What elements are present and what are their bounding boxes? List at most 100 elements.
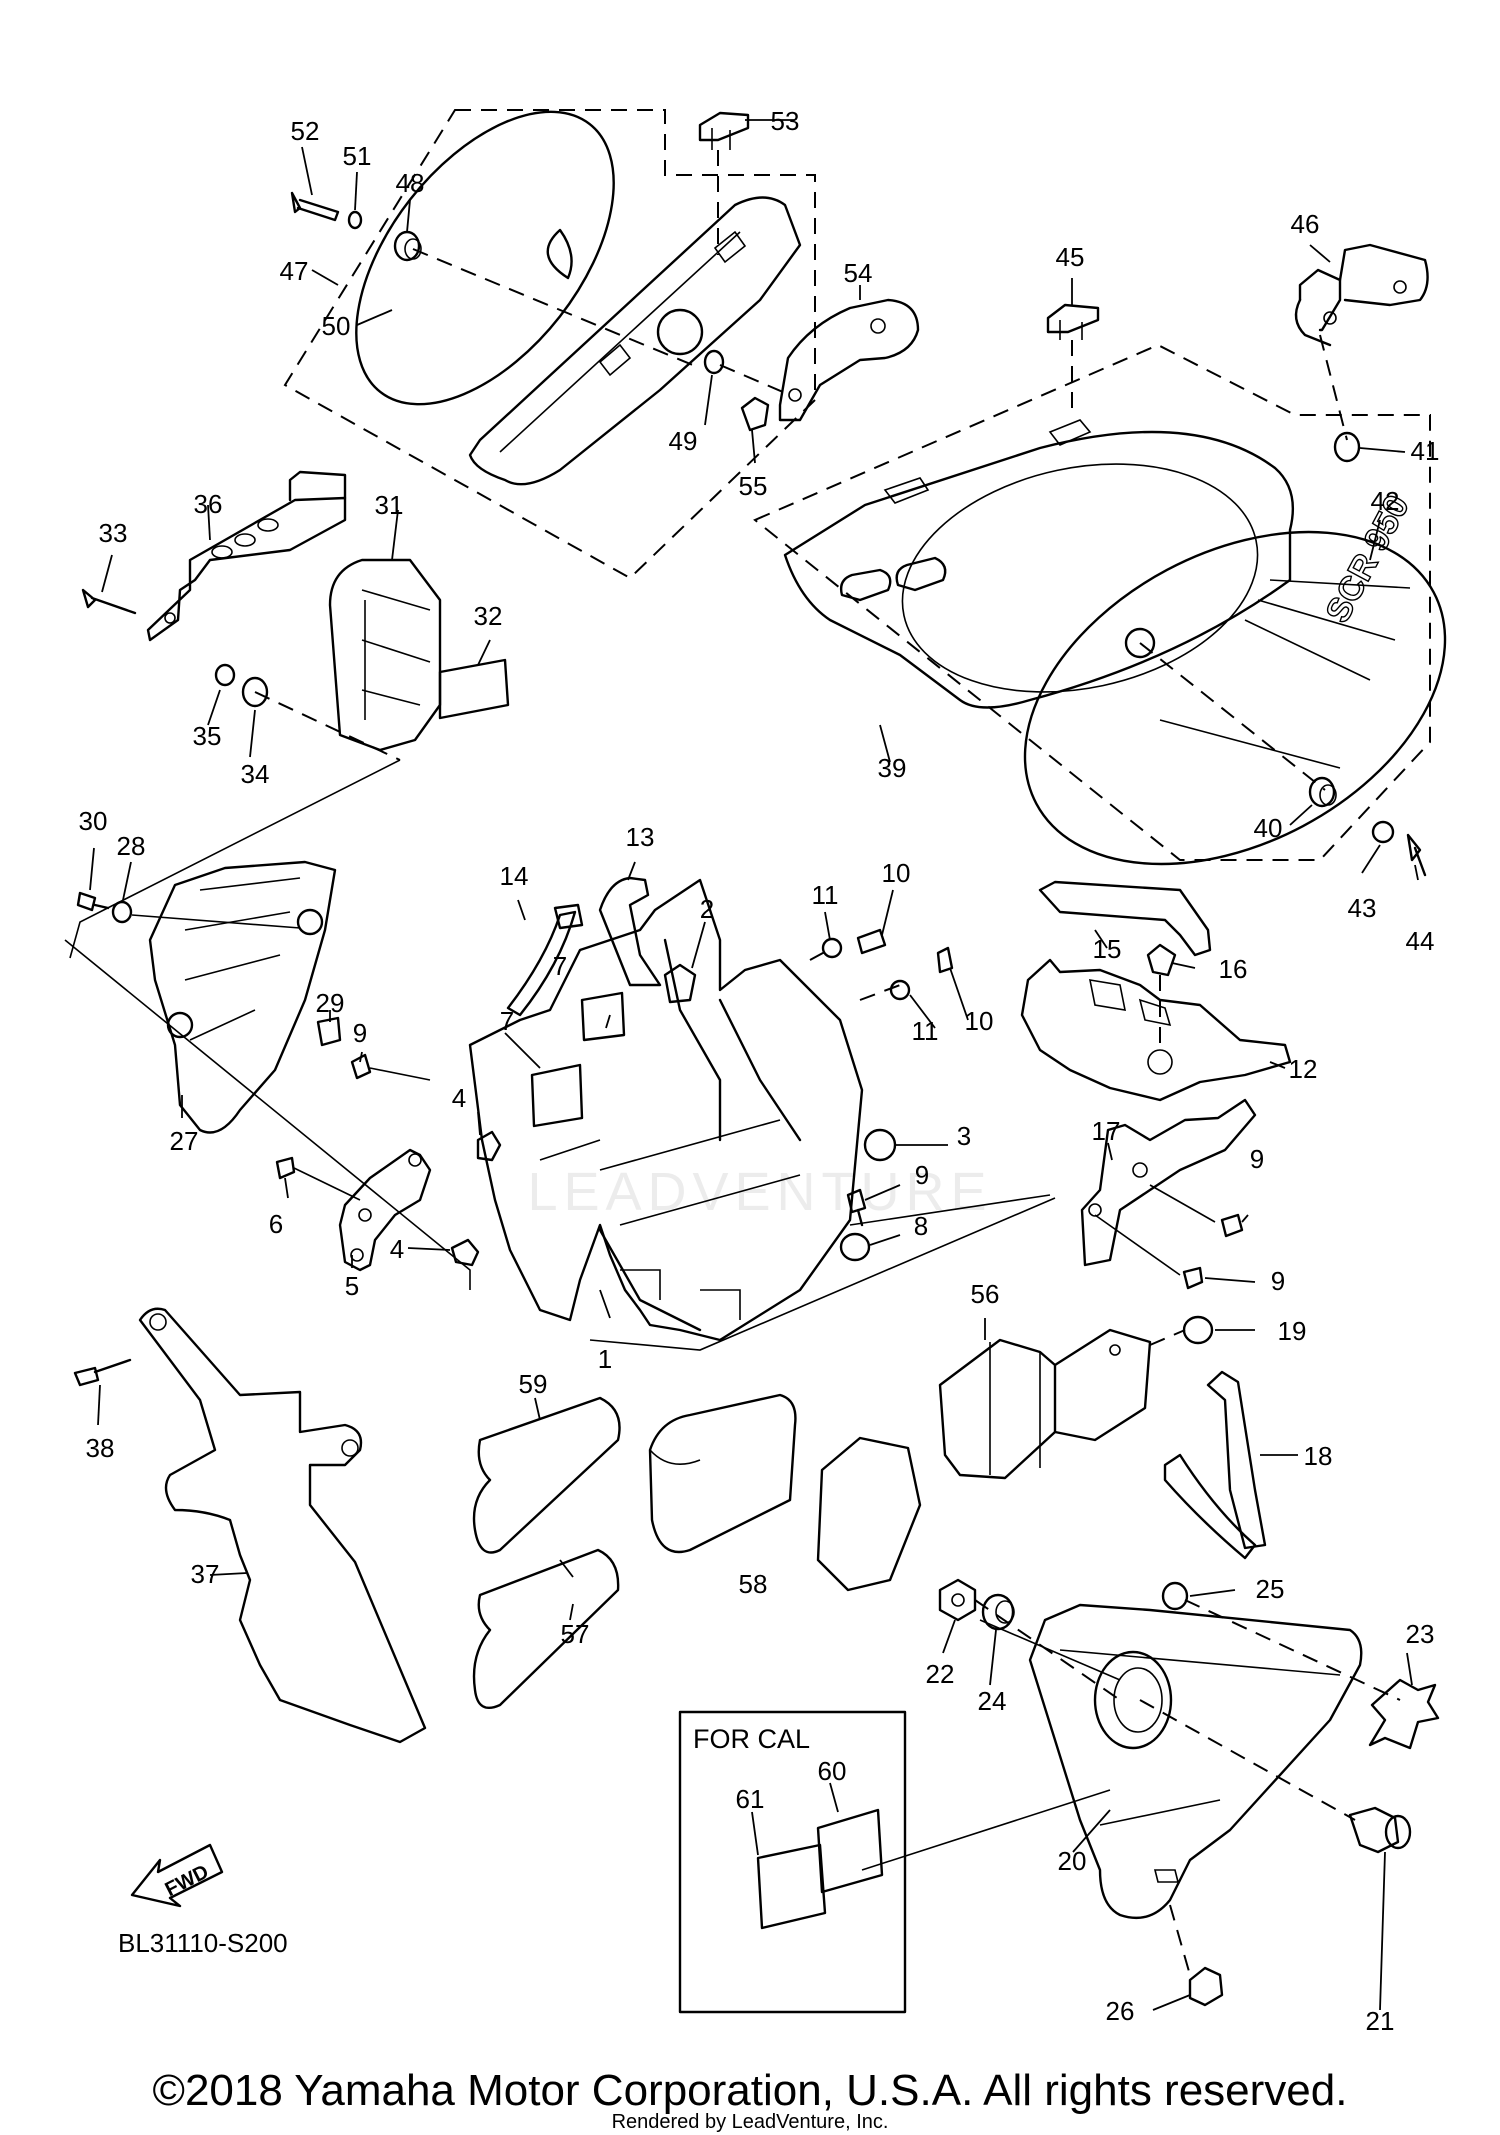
callout-8: 8: [914, 1211, 928, 1241]
callout-55: 55: [739, 471, 768, 501]
grommet-3: [863, 1128, 897, 1162]
bracket-36: [146, 470, 347, 642]
callout-28: 28: [117, 831, 146, 861]
bolt-9-right-b: [1182, 1266, 1204, 1290]
connector-block-56: [816, 1328, 1152, 1592]
callout-51: 51: [343, 141, 372, 171]
callout-7-upper: 7: [553, 951, 567, 981]
callout-16: 16: [1219, 954, 1248, 984]
bracket-46: [1294, 243, 1429, 347]
washer-43: [1371, 820, 1395, 844]
sleeve-58: [648, 1393, 797, 1554]
strap-14: [506, 903, 584, 1017]
nut-22: [938, 1578, 977, 1622]
clip-26: [1188, 1966, 1224, 2007]
leader-lines: [89, 119, 1419, 2011]
cover-27: [148, 860, 337, 1134]
clip-53: [698, 111, 750, 150]
callout-33: 33: [99, 518, 128, 548]
cover-31: [328, 558, 442, 752]
nut-55: [740, 396, 770, 432]
callout-9-left: 9: [353, 1018, 367, 1048]
callout-37: 37: [191, 1559, 220, 1589]
strap-18: [1163, 1370, 1267, 1560]
bolt-33: [81, 588, 137, 615]
callout-39: 39: [878, 753, 907, 783]
callout-11-upper: 11: [812, 880, 839, 910]
callout-5: 5: [345, 1271, 359, 1301]
callout-18: 18: [1304, 1441, 1333, 1471]
leadventure-watermark: LEADVENTURE: [527, 1162, 992, 1222]
bolt-44: [1406, 833, 1427, 877]
grommet-40: [1308, 776, 1337, 808]
callout-44: 44: [1406, 926, 1435, 956]
callout-46: 46: [1291, 209, 1320, 239]
collar-8: [839, 1232, 871, 1262]
callout-25: 25: [1256, 1574, 1285, 1604]
callout-38: 38: [86, 1433, 115, 1463]
bolt-10-a: [856, 928, 887, 955]
rivet-38: [73, 1358, 132, 1387]
bracket-17: [1080, 1098, 1257, 1267]
callout-24: 24: [978, 1686, 1007, 1716]
pad-57: [472, 1548, 620, 1710]
grommet-48: [393, 230, 422, 262]
callout-61: 61: [736, 1784, 765, 1814]
callout-31: 31: [375, 490, 404, 520]
washer-51: [347, 210, 363, 230]
callout-9-center: 9: [915, 1160, 929, 1190]
pad-32: [438, 658, 510, 720]
plate-37: [138, 1307, 427, 1744]
bolt-52: [290, 191, 340, 222]
callout-20: 20: [1058, 1846, 1087, 1876]
callout-35: 35: [193, 721, 222, 751]
callout-10-upper: 10: [882, 858, 911, 888]
callout-41: 41: [1411, 436, 1440, 466]
diagram-code: BL31110-S200: [118, 1928, 288, 1958]
fwd-arrow-icon: FWD: [130, 1843, 224, 1908]
callout-9-right-b: 9: [1271, 1266, 1285, 1296]
bolt-9-right-a: [1220, 1213, 1244, 1238]
callout-13: 13: [626, 822, 655, 852]
callout-56: 56: [971, 1279, 1000, 1309]
clip-4-upper: [476, 1130, 502, 1162]
callout-4-lower: 4: [390, 1234, 404, 1264]
side-cover-plate-50: [355, 110, 615, 406]
clip-16: [1146, 943, 1177, 977]
callout-1: 1: [598, 1344, 612, 1374]
callout-42: 42: [1371, 486, 1400, 516]
grommet-24: [981, 1593, 1015, 1631]
pad-59: [472, 1396, 621, 1554]
grommet-25: [1161, 1581, 1189, 1611]
callout-34: 34: [241, 759, 270, 789]
callout-2: 2: [700, 894, 714, 924]
clip-45: [1046, 303, 1100, 340]
grommet-41: [1333, 431, 1361, 463]
callout-60: 60: [818, 1756, 847, 1786]
bolt-10-b: [936, 946, 954, 974]
callout-27: 27: [170, 1126, 199, 1156]
collar-49: [703, 349, 725, 375]
side-cover-right: [783, 419, 1294, 709]
callout-45: 45: [1056, 242, 1085, 272]
callout-30: 30: [79, 806, 108, 836]
nut-19: [1182, 1315, 1214, 1345]
callout-47: 47: [280, 256, 309, 286]
callout-6: 6: [269, 1209, 283, 1239]
callout-19: 19: [1278, 1316, 1307, 1346]
callout-26: 26: [1106, 1996, 1135, 2026]
for-cal-title: FOR CAL: [693, 1724, 810, 1754]
strap-13: [598, 876, 662, 987]
copyright: ©2018 Yamaha Motor Corporation, U.S.A. A…: [153, 2066, 1348, 2115]
for-cal-box: FOR CAL: [678, 1710, 907, 2014]
callout-22: 22: [926, 1659, 955, 1689]
side-cover-20: [1028, 1603, 1363, 1920]
callout-3: 3: [957, 1121, 971, 1151]
washer-28: [111, 900, 133, 924]
callout-43: 43: [1348, 893, 1377, 923]
bracket-54: [778, 298, 920, 422]
washer-11-b: [889, 979, 911, 1001]
battery-box-1: [468, 878, 864, 1342]
callout-57: 57: [561, 1619, 590, 1649]
